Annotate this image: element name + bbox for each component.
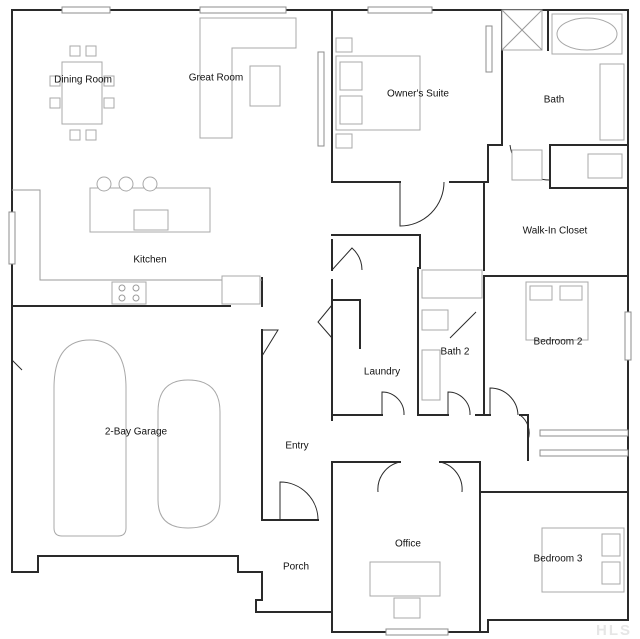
- room-label-kitchen: Kitchen: [133, 254, 167, 266]
- room-label-bath-2: Bath 2: [440, 346, 470, 358]
- bath-fixtures: [501, 9, 625, 181]
- sectional-sofa: [199, 17, 297, 139]
- room-label-garage: 2-Bay Garage: [104, 426, 168, 438]
- room-label-bedroom-3: Bedroom 3: [533, 553, 583, 565]
- kitchen-counters: [12, 189, 262, 305]
- dining-table: [49, 45, 115, 141]
- room-label-laundry: Laundry: [363, 366, 401, 378]
- bedroom-3-bed: [541, 527, 625, 593]
- room-label-dining-room: Dining Room: [54, 74, 112, 86]
- room-label-porch: Porch: [282, 561, 310, 573]
- bath-2-fixtures: [421, 269, 483, 401]
- interior-walls: [11, 9, 629, 633]
- room-label-entry: Entry: [285, 440, 309, 452]
- kitchen-island: [89, 176, 211, 233]
- garage-car-right: [157, 379, 221, 529]
- doors: [11, 144, 551, 521]
- room-label-bedroom-2: Bedroom 2: [533, 336, 583, 348]
- garage-car-left: [53, 339, 127, 537]
- room-label-great-room: Great Room: [188, 72, 244, 84]
- owners-bed: [335, 37, 421, 149]
- room-label-owners-suite: Owner's Suite: [387, 88, 449, 100]
- room-label-bath: Bath: [543, 94, 565, 106]
- bedroom-2-bed: [525, 281, 589, 341]
- windows: [8, 6, 632, 636]
- room-label-office: Office: [395, 538, 421, 550]
- office-desk: [369, 561, 441, 619]
- room-label-walk-in-closet: Walk-In Closet: [522, 225, 588, 237]
- watermark: HLS: [596, 622, 632, 639]
